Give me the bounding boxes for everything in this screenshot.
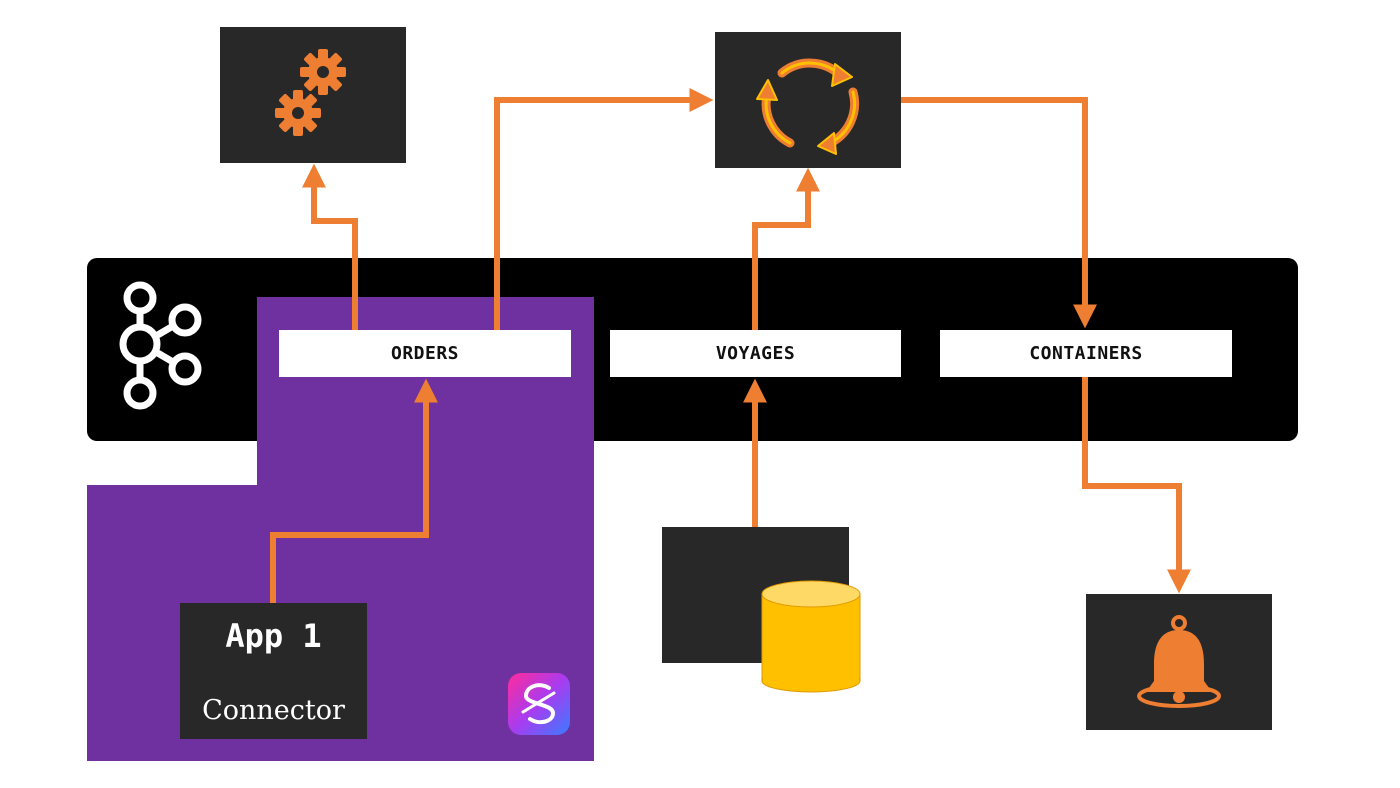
topic-voyages-label: VOYAGES — [715, 343, 796, 364]
arrow-app-to-orders — [270, 378, 438, 603]
database-cylinder-icon — [761, 580, 861, 693]
topic-orders: ORDERS — [279, 330, 571, 377]
topic-voyages: VOYAGES — [610, 330, 901, 377]
bell-icon — [1137, 615, 1221, 708]
gears-icon — [275, 49, 346, 136]
sync-processor-box — [715, 32, 901, 168]
topic-containers: CONTAINERS — [940, 330, 1232, 377]
gears-processor-box — [220, 27, 406, 163]
arrow-sync-to-containers — [901, 97, 1097, 329]
app-connector-box: App 1 Connector — [180, 603, 367, 739]
arrow-containers-to-bell — [1082, 377, 1191, 594]
topic-orders-label: ORDERS — [390, 343, 460, 364]
topic-containers-label: CONTAINERS — [1029, 343, 1143, 364]
app-title: App 1 — [225, 617, 322, 655]
sync-cycle-icon — [756, 58, 860, 155]
arrow-orders-to-gears — [302, 163, 358, 330]
app-subtitle: Connector — [202, 695, 345, 726]
app-logo-icon — [508, 673, 570, 735]
arrow-voyages-to-sync — [752, 167, 820, 330]
arrow-orders-to-sync — [494, 88, 714, 330]
